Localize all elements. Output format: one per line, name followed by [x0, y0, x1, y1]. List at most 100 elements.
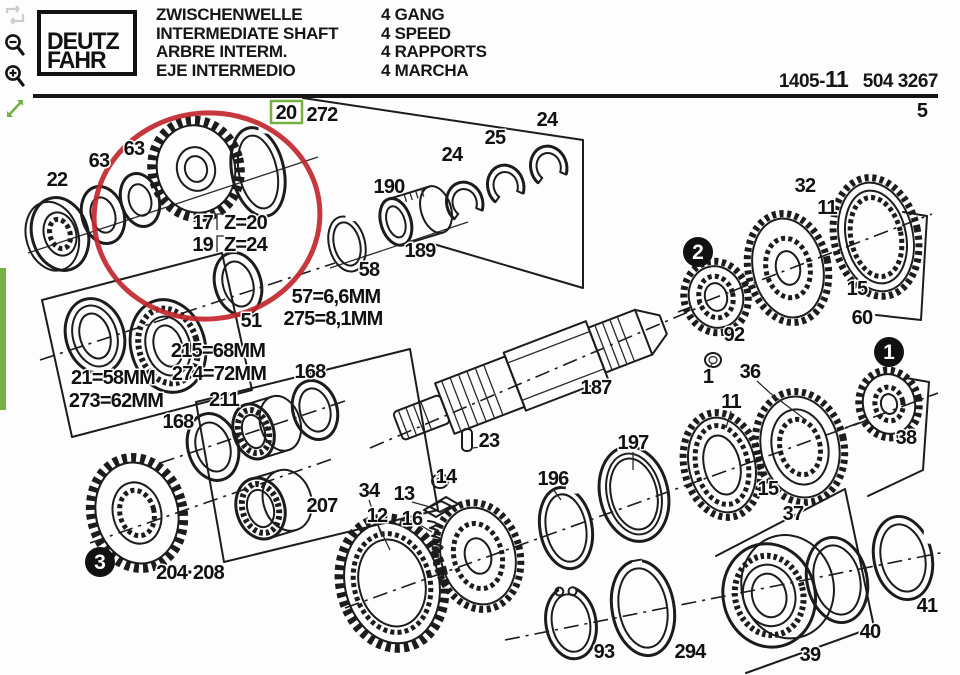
part-seal-21-273: [63, 297, 127, 375]
doc-group: 1405-: [778, 71, 826, 92]
part-gear-38: [855, 366, 923, 442]
bracket-38: [867, 377, 930, 497]
fit-page-icon[interactable]: [2, 2, 28, 28]
part-synchro-ring-197: [597, 445, 671, 543]
group-badge-number-1: 1: [883, 341, 895, 364]
part-label-275=8,1MM: 275=8,1MM: [284, 308, 383, 330]
part-ring-168a: [185, 412, 241, 482]
part-label-24: 24: [537, 109, 559, 131]
logo-line1: DEUTZ: [47, 26, 120, 55]
group-badges: 1 23: [85, 237, 904, 577]
part-label-15: 15: [758, 478, 779, 500]
expand-icon[interactable]: [2, 95, 28, 121]
part-label-187: 187: [581, 377, 613, 399]
part-label-204·208: 204·208: [156, 562, 224, 584]
highlight-circle: [91, 110, 323, 322]
part-ring-51: [212, 251, 264, 317]
deutz-fahr-logo: DEUTZ FAHR: [37, 10, 137, 76]
part-nut-22: [24, 196, 91, 272]
part-label-63: 63: [124, 138, 145, 160]
part-label-58: 58: [359, 259, 380, 281]
part-label-39: 39: [800, 644, 821, 666]
part-key-23: [461, 428, 473, 452]
part-label-12: 12: [367, 505, 388, 527]
part-name-en: INTERMEDIATE SHAFT: [156, 23, 339, 43]
part-name-de: ZWISCHENWELLE: [156, 5, 303, 24]
part-label-34: 34: [359, 480, 381, 502]
gear-spec-id-19: 19: [192, 234, 213, 256]
part-sleeve-190-189: [378, 185, 454, 247]
zoom-out-icon[interactable]: [2, 33, 28, 59]
part-shaft-187: [392, 308, 668, 441]
highlight-box[interactable]: [269, 99, 304, 125]
part-cap-13: [423, 496, 459, 518]
part-label-15: 15: [847, 278, 868, 300]
part-label-37: 37: [783, 503, 804, 525]
group-badge-3: [85, 547, 115, 577]
gear-spec-value-19: Z=24: [224, 234, 269, 256]
gear-spec-id-17: 17: [192, 212, 213, 234]
part-label-1: 1: [703, 366, 714, 388]
doc-code: 1405-11 504 3267: [778, 66, 939, 93]
part-name-fr: ARBRE INTERM.: [156, 42, 288, 62]
part-bearing-39: [721, 534, 835, 649]
part-label-21=58MM: 21=58MM: [71, 367, 155, 389]
variant-list: 4 GANG 4 SPEED 4 RAPPORTS 4 MARCHA: [381, 5, 487, 80]
part-label-274=72MM: 274=72MM: [172, 363, 266, 385]
part-label-25: 25: [485, 127, 506, 149]
part-nut-1: [704, 352, 722, 368]
highlight-box-label[interactable]: 20: [274, 101, 299, 126]
part-ring-gear-11-mid: [679, 409, 765, 521]
part-label-189: 189: [405, 240, 437, 262]
part-label-51: 51: [241, 310, 262, 332]
part-label-24: 24: [442, 144, 464, 166]
part-name-list: ZWISCHENWELLE INTERMEDIATE SHAFT ARBRE I…: [156, 5, 339, 80]
variant-fr: 4 RAPPORTS: [381, 42, 487, 62]
gear-spec-value-17: Z=20: [224, 212, 268, 234]
part-label-22: 22: [47, 169, 68, 191]
doc-number: 504 3267: [862, 71, 939, 92]
part-label-92: 92: [724, 324, 745, 346]
part-ring-294: [609, 555, 677, 658]
part-ring-168b: [290, 379, 340, 441]
doc-sheet: 11: [824, 66, 849, 92]
part-halfshell-25: [486, 163, 526, 204]
part-label-211: 211: [209, 389, 240, 411]
part-sliding-sleeve-34-12: [334, 513, 450, 653]
part-label-168: 168: [295, 361, 327, 383]
part-label-294: 294: [675, 641, 708, 663]
variant-de: 4 GANG: [381, 5, 445, 24]
part-label-40: 40: [860, 621, 881, 643]
part-label-60: 60: [852, 307, 873, 329]
gear-spec-labels: 17 Z=20 19 Z=24: [191, 211, 271, 258]
logo-line2: FAHR: [47, 45, 107, 74]
part-label-57=6,6MM: 57=6,6MM: [292, 286, 381, 308]
part-label-41: 41: [917, 595, 938, 617]
bracket-60: [875, 211, 928, 321]
part-ring-14: [431, 473, 449, 489]
viewer-toolbar: [2, 2, 32, 121]
part-snapring-93: [544, 579, 598, 661]
part-label-197: 197: [618, 432, 650, 454]
variant-en: 4 SPEED: [381, 23, 451, 43]
part-label-207: 207: [307, 495, 339, 517]
zoom-in-icon[interactable]: [2, 64, 28, 90]
part-name-es: EJE INTERMEDIO: [156, 60, 296, 80]
part-label-23: 23: [479, 430, 500, 452]
variant-es: 4 MARCHA: [381, 60, 469, 80]
part-label-272: 272: [307, 104, 339, 126]
part-label-63: 63: [89, 150, 110, 172]
part-label-11: 11: [721, 391, 741, 413]
part-label-36: 36: [740, 361, 761, 383]
part-label-32: 32: [795, 175, 816, 197]
part-snapring-41: [871, 514, 938, 602]
header-rule: [33, 94, 938, 98]
panel-left: [41, 252, 253, 438]
part-label-93: 93: [594, 641, 615, 663]
group-badge-1: [874, 337, 904, 367]
part-label-168: 168: [163, 411, 195, 433]
part-synchro-body-15-37: [751, 388, 849, 506]
